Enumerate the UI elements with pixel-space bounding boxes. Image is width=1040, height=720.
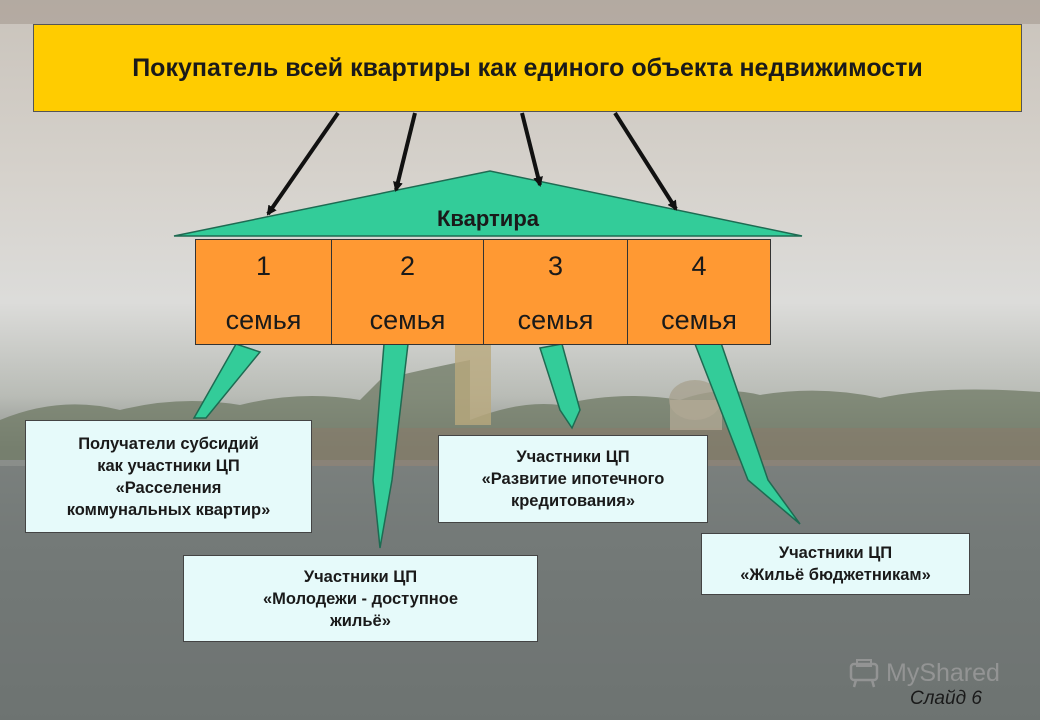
arrow-1 [266, 111, 340, 216]
program-box-budget: Участники ЦП «Жильё бюджетникам» [701, 533, 970, 595]
family-cell-3: 3 семья [484, 240, 628, 344]
family-row: 1 семья 2 семья 3 семья 4 семья [195, 239, 771, 345]
program-box-youth: Участники ЦП «Молодежи - доступное жильё… [183, 555, 538, 642]
program-box-communal: Получатели субсидий как участники ЦП «Ра… [25, 420, 312, 533]
callout-pointer-3 [539, 343, 581, 430]
callout-pointer-4 [693, 339, 801, 525]
program-text: Получатели субсидий как участники ЦП «Ра… [66, 434, 271, 519]
family-number: 2 [399, 251, 416, 281]
family-word: семья [661, 305, 737, 335]
family-word: семья [225, 305, 302, 335]
program-text: Участники ЦП «Молодежи - доступное жильё… [262, 567, 459, 630]
program-text: Участники ЦП «Жильё бюджетникам» [740, 544, 931, 584]
callout-pointer-1 [192, 343, 262, 419]
family-number: 1 [255, 251, 272, 281]
watermark-icon [849, 659, 879, 688]
family-cell-2: 2 семья [332, 240, 484, 344]
family-number: 3 [547, 251, 564, 281]
slide-number: Слайд 6 [910, 688, 982, 709]
arrow-2 [393, 112, 417, 192]
buyer-title-box: Покупатель всей квартиры как единого объ… [33, 24, 1022, 112]
watermark-logo: MyShared [848, 658, 1000, 688]
roof-shape [173, 170, 803, 237]
family-word: семья [369, 305, 446, 335]
arrow-3 [520, 112, 543, 187]
callout-pointer-2 [372, 343, 409, 549]
program-text: Участники ЦП «Развитие ипотечного кредит… [481, 448, 665, 510]
watermark-text: MyShared [886, 658, 1000, 687]
family-number: 4 [691, 251, 707, 281]
apartment-label: Квартира [436, 206, 540, 231]
buyer-title: Покупатель всей квартиры как единого объ… [132, 53, 923, 82]
program-box-mortgage: Участники ЦП «Развитие ипотечного кредит… [438, 435, 708, 523]
family-cell-1: 1 семья [196, 240, 332, 344]
arrow-4 [613, 111, 678, 211]
family-word: семья [517, 305, 594, 335]
family-cell-4: 4 семья [628, 240, 770, 344]
